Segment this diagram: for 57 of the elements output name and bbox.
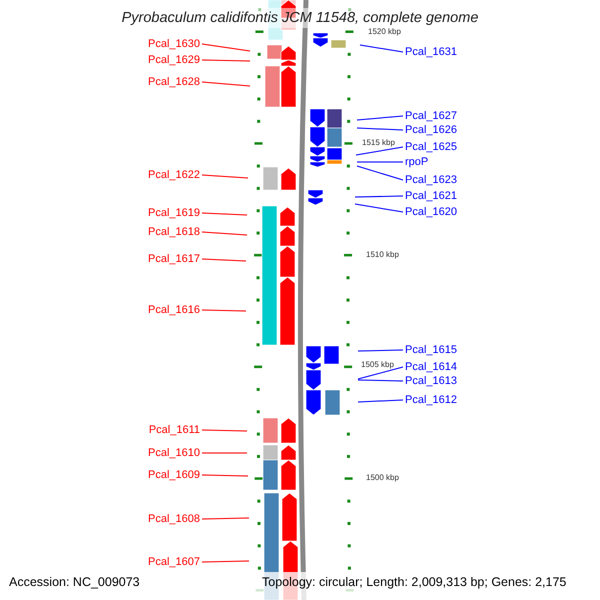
- gene-label: Pcal_1621: [405, 190, 457, 202]
- gene-label: Pcal_1625: [405, 140, 457, 154]
- title: Pyrobaculum calidifontis JCM 11548, complete genome: [120, 9, 480, 27]
- leader-line: [202, 212, 248, 216]
- leader-line: [354, 196, 404, 198]
- leader-line: [356, 166, 404, 180]
- gene-label: Pcal_1610: [148, 446, 200, 460]
- leader-line: [356, 116, 404, 120]
- gene-label: Pcal_1623: [405, 174, 457, 186]
- gene-label: Pcal_1622: [148, 168, 200, 182]
- footer-text: Accession: NC_009073: [9, 575, 140, 590]
- gene-label: Pcal_1631: [405, 46, 457, 58]
- gene-label: Pcal_1607: [148, 556, 200, 568]
- gene-label: Pcal_1627: [405, 110, 457, 122]
- leader-line: [202, 60, 250, 62]
- leader-line: [202, 258, 246, 262]
- leader-line: [202, 452, 248, 454]
- leader-line: [358, 400, 404, 402]
- leader-line: [202, 310, 246, 312]
- scale-label: 1500 kbp: [366, 473, 399, 483]
- gene-label: Pcal_1620: [405, 206, 457, 218]
- gene-label: Pcal_1613: [405, 374, 457, 388]
- leader-line: [202, 82, 250, 86]
- leader-line: [202, 430, 248, 432]
- leader-line: [202, 174, 248, 178]
- gene-label: Pcal_1608: [148, 512, 200, 526]
- gene-label: Pcal_1628: [148, 76, 200, 88]
- gene-label: Pcal_1611: [148, 424, 200, 436]
- scale-label: 1505 kbp: [361, 360, 394, 370]
- leader-line: [358, 350, 404, 352]
- gene-label: Pcal_1609: [148, 468, 200, 482]
- leader-line: [202, 474, 248, 476]
- scale-label: 1520 kbp: [368, 27, 401, 37]
- leader-line: [202, 44, 250, 52]
- footer-text: Topology: circular; Length: 2,009,313 bp; Genes: 2,175: [262, 575, 566, 590]
- gene-label: Pcal_1626: [405, 124, 457, 136]
- leader-line: [202, 518, 250, 520]
- gene-label: Pcal_1618: [148, 226, 200, 238]
- leader-line: [358, 380, 404, 382]
- leader-line: [356, 146, 404, 156]
- gene-label: Pcal_1629: [148, 54, 200, 66]
- scale-label: 1510 kbp: [366, 250, 399, 260]
- leader-line: [360, 44, 404, 52]
- gene-label: Pcal_1619: [148, 206, 200, 220]
- scale-label: 1515 kbp: [362, 138, 395, 148]
- gene-label: Pcal_1615: [405, 344, 457, 356]
- gene-label: Pcal_1616: [148, 304, 200, 316]
- leader-line: [358, 366, 404, 380]
- gene-label: Pcal_1612: [405, 394, 457, 406]
- gene-label: Pcal_1617: [148, 252, 200, 266]
- gene-label: Pcal_1630: [148, 38, 200, 50]
- leader-line: [354, 204, 404, 212]
- leader-line: [202, 560, 250, 562]
- leader-line: [202, 232, 248, 236]
- gene-label: rpoP: [405, 156, 428, 168]
- leader-line: [356, 128, 404, 130]
- gene-label: Pcal_1614: [405, 360, 457, 374]
